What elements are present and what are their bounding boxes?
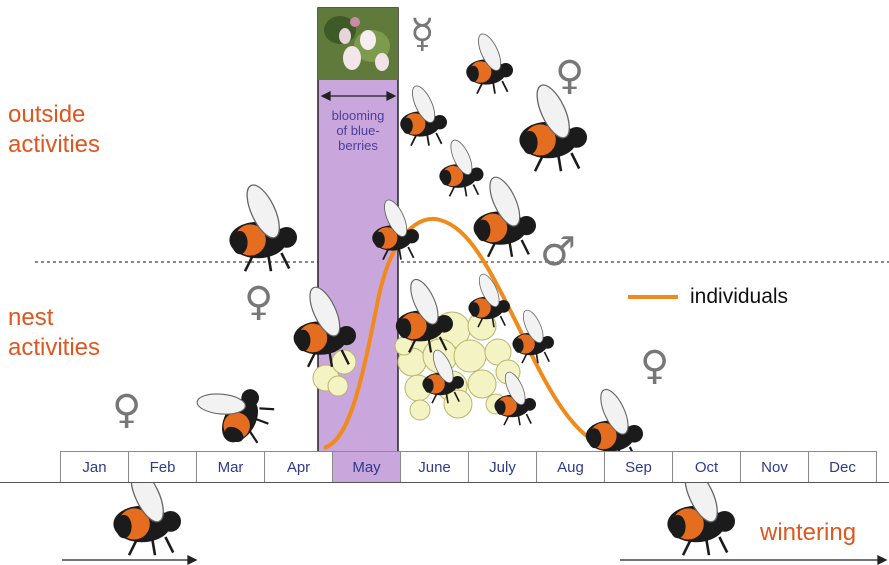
worker-bee-foraging-1 [400, 83, 447, 146]
worker-bee-foraging-3 [466, 31, 513, 94]
wintering-arrow-right [620, 556, 886, 564]
queen-symbol-icon-top: ♀ [555, 56, 584, 96]
month-oct: Oct [672, 451, 740, 483]
wintering-label: wintering [760, 518, 856, 548]
queen-symbol-icon-founding: ♀ [112, 390, 141, 430]
month-aug: Aug [536, 451, 604, 483]
month-mar: Mar [196, 451, 264, 483]
month-timeline: Jan Feb Mar Apr May June July Aug Sep Oc… [60, 451, 877, 483]
worker-bee-foraging-2 [439, 137, 483, 196]
queen-symbol-icon-autumn: ♀ [640, 346, 669, 386]
month-sep: Sep [604, 451, 672, 483]
month-jan: Jan [60, 451, 128, 483]
month-june: June [400, 451, 468, 483]
blueberry-flower-photo [318, 8, 398, 80]
month-may: May [332, 451, 400, 483]
month-feb: Feb [128, 451, 196, 483]
wintering-arrow-left [62, 556, 196, 564]
blooming-note: blooming of blue- berries [318, 108, 398, 153]
month-apr: Apr [264, 451, 332, 483]
queen-bee-nest-founding [184, 366, 279, 454]
timeline-baseline [0, 482, 889, 483]
month-july: July [468, 451, 536, 483]
male-bee [474, 173, 536, 257]
male-symbol-icon: ♂ [540, 232, 576, 272]
queen-bee-spring [229, 181, 297, 272]
month-dec: Dec [808, 451, 877, 483]
month-nov: Nov [740, 451, 808, 483]
worker-symbol-icon: ☿ [410, 14, 435, 54]
queen-symbol-icon-spring: ♀ [244, 282, 273, 322]
legend-label: individuals [690, 285, 788, 309]
worker-bee-nest-3 [512, 307, 554, 363]
